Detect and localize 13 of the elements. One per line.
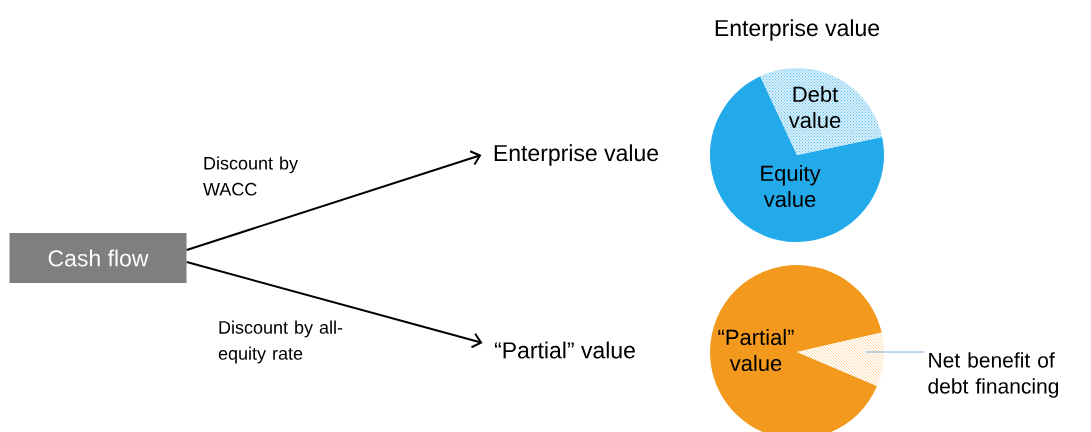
edge-label: Discount by WACC	[203, 156, 298, 196]
edge-label: Discount by all-equity rate	[218, 320, 343, 364]
annotation-text: Net benefit of debt financing	[928, 352, 1059, 398]
arrow	[185, 150, 482, 251]
pie-slice: Debt value	[788, 85, 841, 129]
value-text: Enterprise value	[494, 144, 659, 166]
pie-slice: “Partial” value	[710, 265, 882, 432]
value-text: “Partial” value	[494, 341, 635, 359]
process-box: Cash flow	[9, 233, 187, 283]
arrow	[185, 261, 483, 349]
leader-line	[865, 351, 925, 353]
hatched-pie-slice	[797, 332, 884, 386]
heading: Enterprise value	[715, 19, 880, 41]
